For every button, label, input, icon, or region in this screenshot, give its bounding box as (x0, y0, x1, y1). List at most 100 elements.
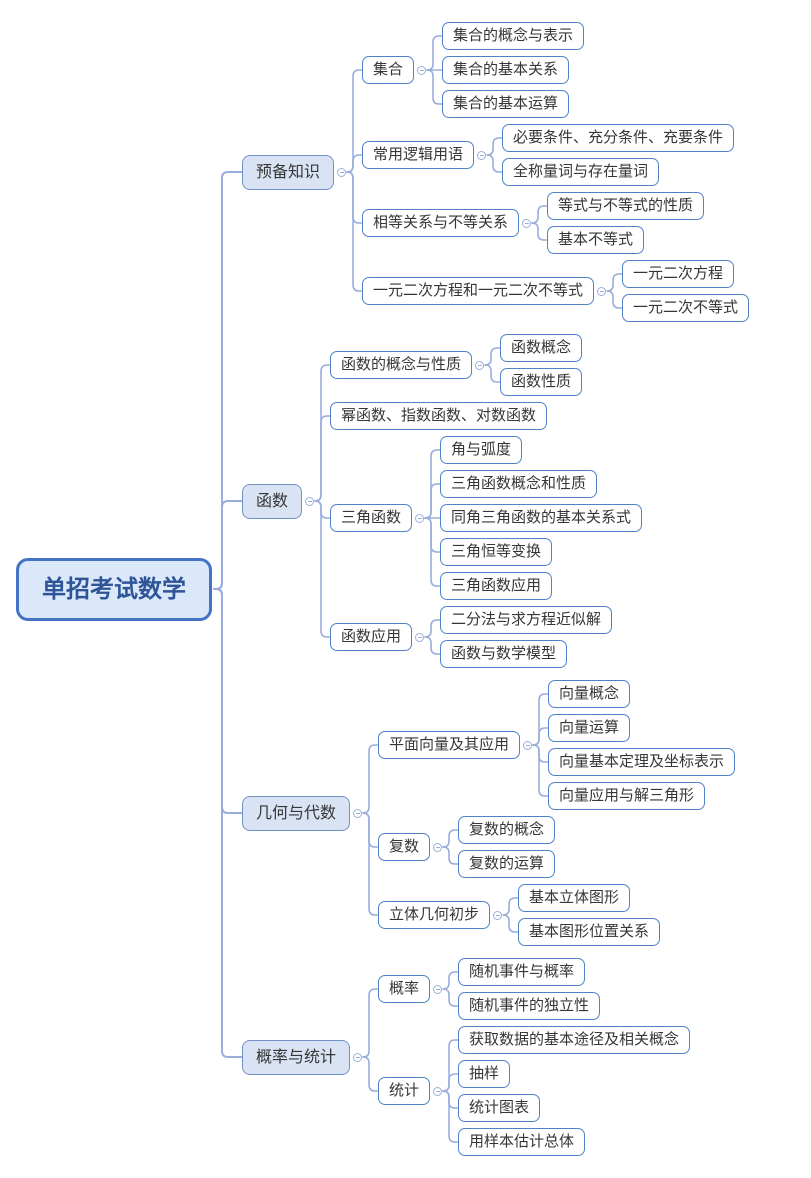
topic-node[interactable]: 向量应用与解三角形 (548, 782, 706, 810)
topic-label: 集合的基本运算 (453, 95, 559, 112)
topic-node[interactable]: 全称量词与存在量词 (502, 158, 660, 186)
topic-node[interactable]: 概率 (378, 975, 443, 1003)
topic-node[interactable]: 三角恒等变换 (440, 538, 553, 566)
topic-node[interactable]: 随机事件与概率 (458, 958, 586, 986)
topic-node[interactable]: 一元二次不等式 (622, 294, 750, 322)
collapse-minus-icon[interactable] (433, 842, 443, 852)
mindmap-branch: 基本图形位置关系 (518, 918, 661, 946)
topic-node[interactable]: 随机事件的独立性 (458, 992, 601, 1020)
mindmap-branch: 集合 集合的概念与表示集合的基本关系集合的基本运算 (362, 22, 749, 118)
topic-node[interactable]: 函数应用 (330, 623, 425, 651)
topic-node[interactable]: 复数的概念 (458, 816, 556, 844)
topic-node[interactable]: 常用逻辑用语 (362, 141, 487, 169)
collapse-minus-icon[interactable] (353, 808, 363, 818)
topic-node[interactable]: 必要条件、充分条件、充要条件 (502, 124, 735, 152)
topic-label: 二分法与求方程近似解 (451, 611, 602, 628)
collapse-minus-icon[interactable] (415, 513, 425, 523)
mindmap-branch: 一元二次方程 (622, 260, 749, 288)
mindmap-branch: 必要条件、充分条件、充要条件 (502, 124, 735, 152)
topic-node[interactable]: 集合的基本运算 (442, 90, 570, 118)
mindmap-branch: 函数应用 二分法与求方程近似解函数与数学模型 (330, 606, 642, 668)
topic-label: 基本立体图形 (529, 889, 620, 906)
topic-node[interactable]: 概率与统计 (242, 1039, 363, 1075)
mindmap-branch: 二分法与求方程近似解 (440, 606, 613, 634)
topic-node[interactable]: 函数与数学模型 (440, 640, 568, 668)
topic-node[interactable]: 函数的概念与性质 (330, 351, 485, 379)
topic-label: 向量应用与解三角形 (559, 787, 695, 804)
collapse-minus-icon[interactable] (475, 360, 485, 370)
topic-node[interactable]: 平面向量及其应用 (378, 731, 533, 759)
topic-label: 用样本估计总体 (469, 1133, 575, 1150)
topic-node[interactable]: 几何与代数 (242, 795, 363, 831)
collapse-minus-icon[interactable] (337, 167, 347, 177)
topic-label: 基本不等式 (558, 231, 634, 248)
topic-node[interactable]: 三角函数 (330, 504, 425, 532)
topic-label: 函数性质 (511, 373, 572, 390)
topic-label: 集合 (373, 61, 404, 78)
topic-label: 相等关系与不等关系 (373, 214, 509, 231)
topic-node[interactable]: 函数 (242, 483, 315, 519)
collapse-minus-icon[interactable] (522, 218, 532, 228)
topic-node[interactable]: 同角三角函数的基本关系式 (440, 504, 643, 532)
topic-node[interactable]: 复数的运算 (458, 850, 556, 878)
topic-node[interactable]: 相等关系与不等关系 (362, 209, 532, 237)
collapse-minus-icon[interactable] (493, 910, 503, 920)
topic-node[interactable]: 集合 (362, 56, 427, 84)
topic-node[interactable]: 统计 (378, 1077, 443, 1105)
collapse-minus-icon[interactable] (433, 1086, 443, 1096)
mindmap-branch: 几何与代数平面向量及其应用向量概念向量运算向量基本定理及坐标表示向量应用与解三角… (242, 680, 749, 946)
topic-label: 函数的概念与性质 (341, 356, 462, 373)
mindmap-branch: 函数的概念与性质 函数概念函数性质 (330, 334, 642, 396)
collapse-minus-icon[interactable] (417, 65, 427, 75)
topic-node[interactable]: 获取数据的基本途径及相关概念 (458, 1026, 691, 1054)
collapse-minus-icon[interactable] (433, 984, 443, 994)
topic-node[interactable]: 集合的概念与表示 (442, 22, 585, 50)
topic-node[interactable]: 统计图表 (458, 1094, 541, 1122)
topic-node[interactable]: 用样本估计总体 (458, 1128, 586, 1156)
topic-node[interactable]: 三角函数应用 (440, 572, 553, 600)
topic-node[interactable]: 三角函数概念和性质 (440, 470, 598, 498)
mindmap-branch: 随机事件与概率 (458, 958, 600, 986)
root-topic-node[interactable]: 单招考试数学 (16, 557, 212, 621)
topic-node[interactable]: 二分法与求方程近似解 (440, 606, 613, 634)
collapse-minus-icon[interactable] (477, 150, 487, 160)
topic-node[interactable]: 幂函数、指数函数、对数函数 (330, 402, 548, 430)
topic-label: 函数概念 (511, 339, 572, 356)
topic-label: 向量运算 (559, 719, 620, 736)
topic-node[interactable]: 立体几何初步 (378, 901, 503, 929)
topic-label: 复数的运算 (469, 855, 545, 872)
children-group: 复数的概念复数的运算 (458, 816, 556, 878)
children-group: 预备知识 集合 集合的概念与表示集合的基本关系集合的基本运算常用逻辑用语必要条件、充… (242, 22, 750, 1156)
topic-node[interactable]: 向量运算 (548, 714, 631, 742)
topic-node[interactable]: 向量基本定理及坐标表示 (548, 748, 736, 776)
mindmap-branch: 平面向量及其应用向量概念向量运算向量基本定理及坐标表示向量应用与解三角形 (378, 680, 736, 810)
topic-node[interactable]: 复数 (378, 833, 443, 861)
topic-node[interactable]: 抽样 (458, 1060, 511, 1088)
topic-node[interactable]: 预备知识 (242, 154, 347, 190)
topic-node[interactable]: 一元二次方程 (622, 260, 735, 288)
topic-node[interactable]: 基本图形位置关系 (518, 918, 661, 946)
collapse-minus-icon[interactable] (353, 1052, 363, 1062)
topic-label: 角与弧度 (451, 441, 512, 458)
topic-node[interactable]: 基本不等式 (547, 226, 645, 254)
collapse-minus-icon[interactable] (523, 740, 533, 750)
topic-node[interactable]: 角与弧度 (440, 436, 523, 464)
topic-node[interactable]: 函数概念 (500, 334, 583, 362)
mindmap-branch: 用样本估计总体 (458, 1128, 690, 1156)
topic-node[interactable]: 集合的基本关系 (442, 56, 570, 84)
topic-label: 抽样 (469, 1065, 500, 1082)
topic-node[interactable]: 向量概念 (548, 680, 631, 708)
collapse-minus-icon[interactable] (597, 286, 607, 296)
mindmap-branch: 立体几何初步 基本立体图形基本图形位置关系 (378, 884, 735, 946)
topic-node[interactable]: 一元二次方程和一元二次不等式 (362, 277, 607, 305)
topic-node[interactable]: 等式与不等式的性质 (547, 192, 705, 220)
topic-label: 集合的概念与表示 (453, 27, 574, 44)
topic-label: 幂函数、指数函数、对数函数 (341, 407, 537, 424)
collapse-minus-icon[interactable] (305, 496, 315, 506)
mindmap-branch: 相等关系与不等关系 等式与不等式的性质基本不等式 (362, 192, 749, 254)
mindmap-branch: 常用逻辑用语必要条件、充分条件、充要条件全称量词与存在量词 (362, 124, 749, 186)
topic-node[interactable]: 函数性质 (500, 368, 583, 396)
collapse-minus-icon[interactable] (415, 632, 425, 642)
topic-node[interactable]: 基本立体图形 (518, 884, 631, 912)
